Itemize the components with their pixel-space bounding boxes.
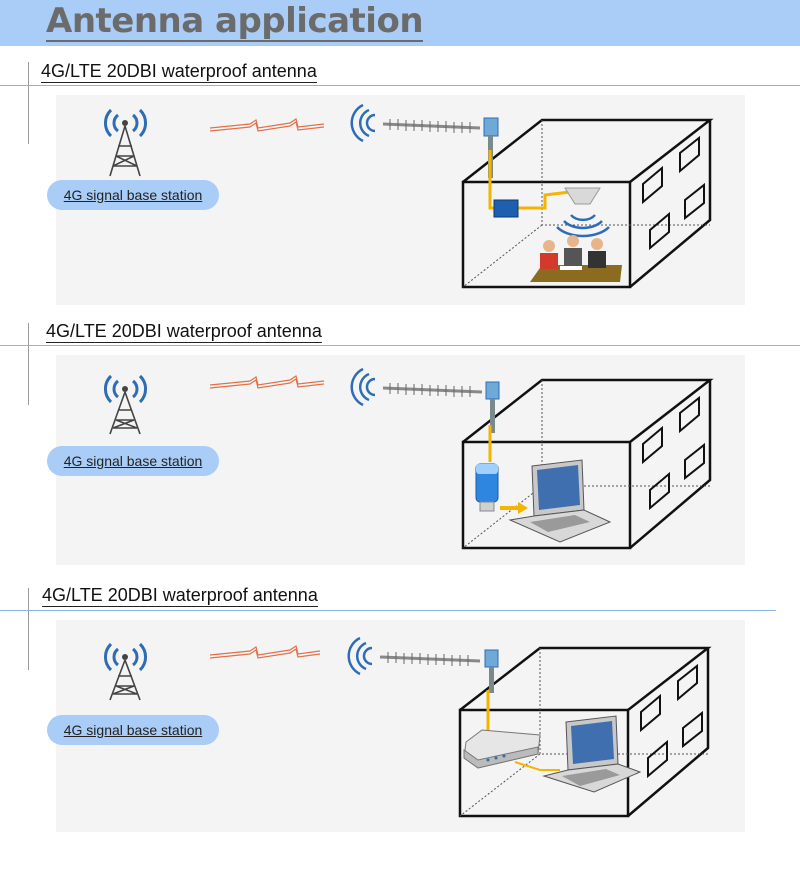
signal-wave-icon [209, 375, 325, 389]
section-rule [0, 345, 800, 346]
signal-wave-icon [209, 645, 321, 659]
tower-icon [104, 642, 147, 701]
house-outline [461, 378, 714, 550]
house-outline [458, 646, 712, 818]
yagi-antenna-icon [347, 636, 499, 693]
page-title: Antenna application [46, 1, 424, 42]
base-station-label: 4G signal base station [47, 446, 219, 476]
base-station-label: 4G signal base station [47, 715, 219, 745]
laptop-icon [508, 459, 612, 543]
tower-icon [104, 374, 147, 435]
section-divider [28, 323, 29, 405]
header-banner: Antenna application [0, 0, 800, 46]
router-icon [463, 729, 541, 769]
diagram-usb-modem [104, 367, 714, 550]
repeater-icon [493, 199, 519, 218]
section-rule [0, 85, 800, 86]
house-windows [642, 135, 705, 251]
diagram-meeting-room [104, 103, 714, 289]
people-icon [530, 235, 622, 282]
signal-wave-icon [209, 118, 325, 132]
laptop-icon [542, 715, 642, 793]
ceiling-antenna-icon [556, 187, 610, 238]
house-windows [642, 395, 705, 511]
usb-modem-icon [475, 463, 499, 512]
cable [514, 761, 560, 771]
section-title: 4G/LTE 20DBI waterproof antenna [41, 61, 317, 83]
section-title: 4G/LTE 20DBI waterproof antenna [42, 585, 318, 607]
house-windows [640, 663, 703, 779]
yagi-antenna-icon [350, 367, 500, 433]
section-title: 4G/LTE 20DBI waterproof antenna [46, 321, 322, 343]
base-station-label: 4G signal base station [47, 180, 219, 210]
tower-icon [104, 108, 147, 177]
house-outline [461, 118, 714, 289]
section-divider [28, 62, 29, 144]
section-rule [0, 610, 776, 611]
diagram-router [104, 636, 712, 818]
section-divider [28, 588, 29, 670]
